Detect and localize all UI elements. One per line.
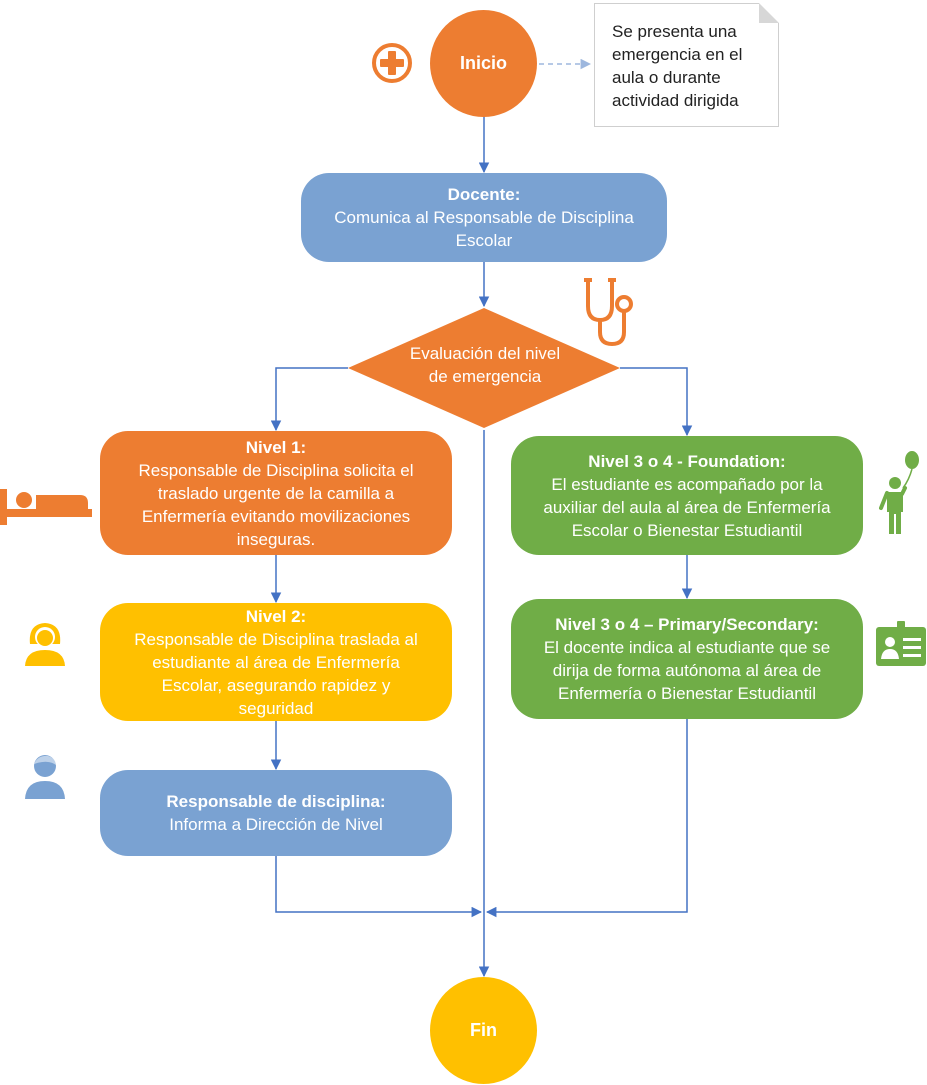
arrow-responsable-merge [275,856,483,918]
foundation-line: auxiliar del aula al área de Enfermería [543,497,831,517]
note-line: actividad dirigida [612,91,739,110]
primary-line: El docente indica al estudiante que se [543,638,831,657]
responsable-line: Informa a Dirección de Nivel [169,815,383,834]
docente-box: Docente: Comunica al Responsable de Disc… [301,173,667,262]
id-card-icon [876,621,926,666]
foundation-line: Escolar o Bienestar Estudiantil [571,520,803,540]
decision-diamond [348,308,620,428]
responsable-title: Responsable de disciplina: [166,792,386,811]
foundation-box: Nivel 3 o 4 - Foundation: El estudiante … [511,436,863,555]
foundation-title: Nivel 3 o 4 - Foundation: [588,451,786,471]
nivel2-line: Escolar, asegurando rapidez y [161,675,391,695]
docente-line: Escolar [455,231,513,250]
docente-line: Comunica al Responsable de Disciplina [334,208,634,227]
nivel2-title: Nivel 2: [245,606,307,626]
stethoscope-icon [584,278,633,347]
hospital-bed-icon [0,489,92,525]
primary-title: Nivel 3 o 4 – Primary/Secondary: [555,615,819,634]
nivel1-line: inseguras. [236,529,316,549]
nivel1-title: Nivel 1: [245,437,307,457]
start-node: Inicio [430,10,537,117]
note-box: Se presenta una emergencia en el aula o … [594,3,779,127]
arrow-decision-nivel1 [270,367,348,432]
note-line: emergencia en el [612,45,743,64]
medical-cross-icon [372,43,412,83]
woman-user-icon [25,623,65,666]
end-node: Fin [430,977,537,1084]
man-user-icon [25,755,65,799]
start-label: Inicio [459,53,507,73]
primary-box: Nivel 3 o 4 – Primary/Secondary: El doce… [511,599,863,719]
nivel1-line: Responsable de Disciplina solicita el [138,460,414,480]
nivel1-box: Nivel 1: Responsable de Disciplina solic… [100,431,452,555]
decision-line: de emergencia [428,367,542,386]
primary-line: Enfermería o Bienestar Estudiantil [558,684,816,703]
responsable-box: Responsable de disciplina: Informa a Dir… [100,770,452,856]
nivel2-line: estudiante al área de Enfermería [152,652,400,672]
docente-title: Docente: [447,185,521,204]
end-label: Fin [470,1020,497,1040]
nivel2-box: Nivel 2: Responsable de Disciplina trasl… [100,603,452,721]
decision-label: Evaluación del nivel de emergencia [380,342,590,388]
foundation-line: El estudiante es acompañado por la [551,474,823,494]
note-line: Se presenta una [612,22,737,41]
arrow-primary-merge [485,719,688,918]
decision-line: Evaluación del nivel [409,344,561,363]
nivel2-line: Responsable de Disciplina traslada al [134,629,418,649]
nivel1-line: Enfermería evitando movilizaciones [141,506,411,526]
child-balloon-icon [879,451,919,534]
nivel2-line: seguridad [238,698,314,718]
arrow-decision-foundation [620,367,693,437]
nivel1-line: traslado urgente de la camilla a [157,483,395,503]
note-line: aula o durante [612,68,721,87]
primary-line: dirija de forma autónoma al área de [552,661,822,680]
